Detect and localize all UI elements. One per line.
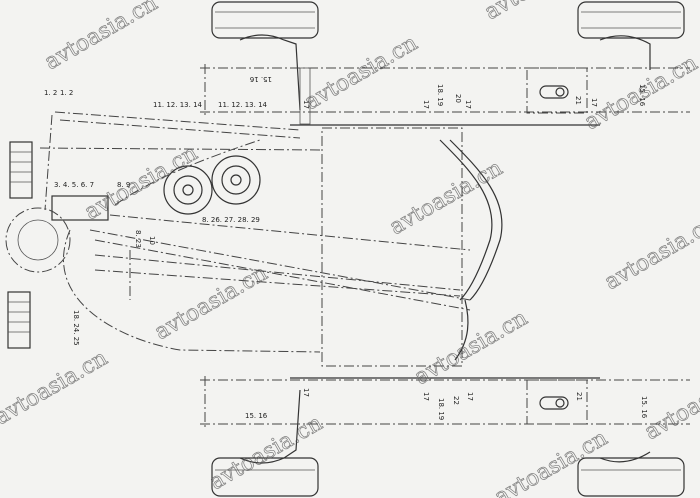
callout-17: 17 xyxy=(422,100,430,109)
watermark: avtoasia.cn xyxy=(206,411,327,495)
callout-17: 17 xyxy=(590,98,598,107)
frame-rail-bottom xyxy=(200,376,690,428)
callout-17: 17 xyxy=(302,388,310,397)
callout-3-7: 3. 4. 5. 6. 7 xyxy=(54,181,94,189)
valve-block-upper xyxy=(9,141,33,199)
callout-18-19: 18. 19 xyxy=(436,84,444,106)
control-manifold xyxy=(51,195,109,221)
air-tank-2 xyxy=(211,155,261,205)
callout-15-16: 15. 16 xyxy=(640,396,648,419)
watermark: avtoasia.cn xyxy=(601,211,700,295)
air-tank-1 xyxy=(163,165,213,215)
frame-rail-top xyxy=(200,64,690,126)
wheel-top-left xyxy=(211,1,319,39)
watermark: avtoasia.cn xyxy=(41,0,162,75)
callout-21: 21 xyxy=(574,96,582,105)
watermark: avtoasia.cn xyxy=(151,261,272,345)
part-callouts: 1. 2 1. 2 11. 12. 13. 14 11. 12. 13. 14 … xyxy=(44,75,648,420)
callout-1-2: 1. 2 xyxy=(60,89,73,97)
wheel-top-right xyxy=(577,1,685,39)
hose-lines xyxy=(39,111,503,361)
callout-15-16: 15. 16 xyxy=(245,412,268,420)
callout-11-14: 11. 12. 13. 14 xyxy=(218,101,268,109)
callout-8-9: 8. 9 xyxy=(117,181,130,189)
reel-circle xyxy=(5,207,71,273)
watermark: avtoasia.cn xyxy=(641,361,700,445)
callout-17: 17 xyxy=(422,392,430,401)
watermark: avtoasia.cn xyxy=(491,426,612,498)
watermark: avtoasia.cn xyxy=(481,0,602,25)
wheel-bottom-right xyxy=(577,457,685,497)
center-frame xyxy=(321,127,463,367)
callout-11-14: 11. 12. 13. 14 xyxy=(153,101,203,109)
callout-8-26-29: 8. 26. 27. 28. 29 xyxy=(202,216,260,224)
callout-21: 21 xyxy=(575,392,583,401)
callout-8-23: 8. 23 xyxy=(134,230,142,248)
callout-17: 17 xyxy=(466,392,474,401)
watermark: avtoasia.cn xyxy=(581,51,700,135)
watermark: avtoasia.cn xyxy=(301,31,422,115)
watermark: avtoasia.cn xyxy=(386,156,507,240)
wheel-bottom-left xyxy=(211,457,319,497)
callout-18-24-25: 18. 24. 25 xyxy=(72,310,80,346)
callout-15-16: 15. 16 xyxy=(249,75,272,83)
callout-17: 17 xyxy=(302,100,310,109)
callout-20: 20 xyxy=(454,94,462,103)
callout-18-19: 18. 19 xyxy=(437,398,445,420)
watermark: avtoasia.cn xyxy=(81,141,202,225)
callout-10: 10 xyxy=(148,236,156,245)
watermark: avtoasia.cn xyxy=(0,346,112,430)
valve-block-lower xyxy=(7,291,31,349)
callout-1-2: 1. 2 xyxy=(44,89,57,97)
callout-15-16: 15. 16 xyxy=(638,84,646,107)
callout-17: 17 xyxy=(464,100,472,109)
callout-22: 22 xyxy=(452,396,460,405)
